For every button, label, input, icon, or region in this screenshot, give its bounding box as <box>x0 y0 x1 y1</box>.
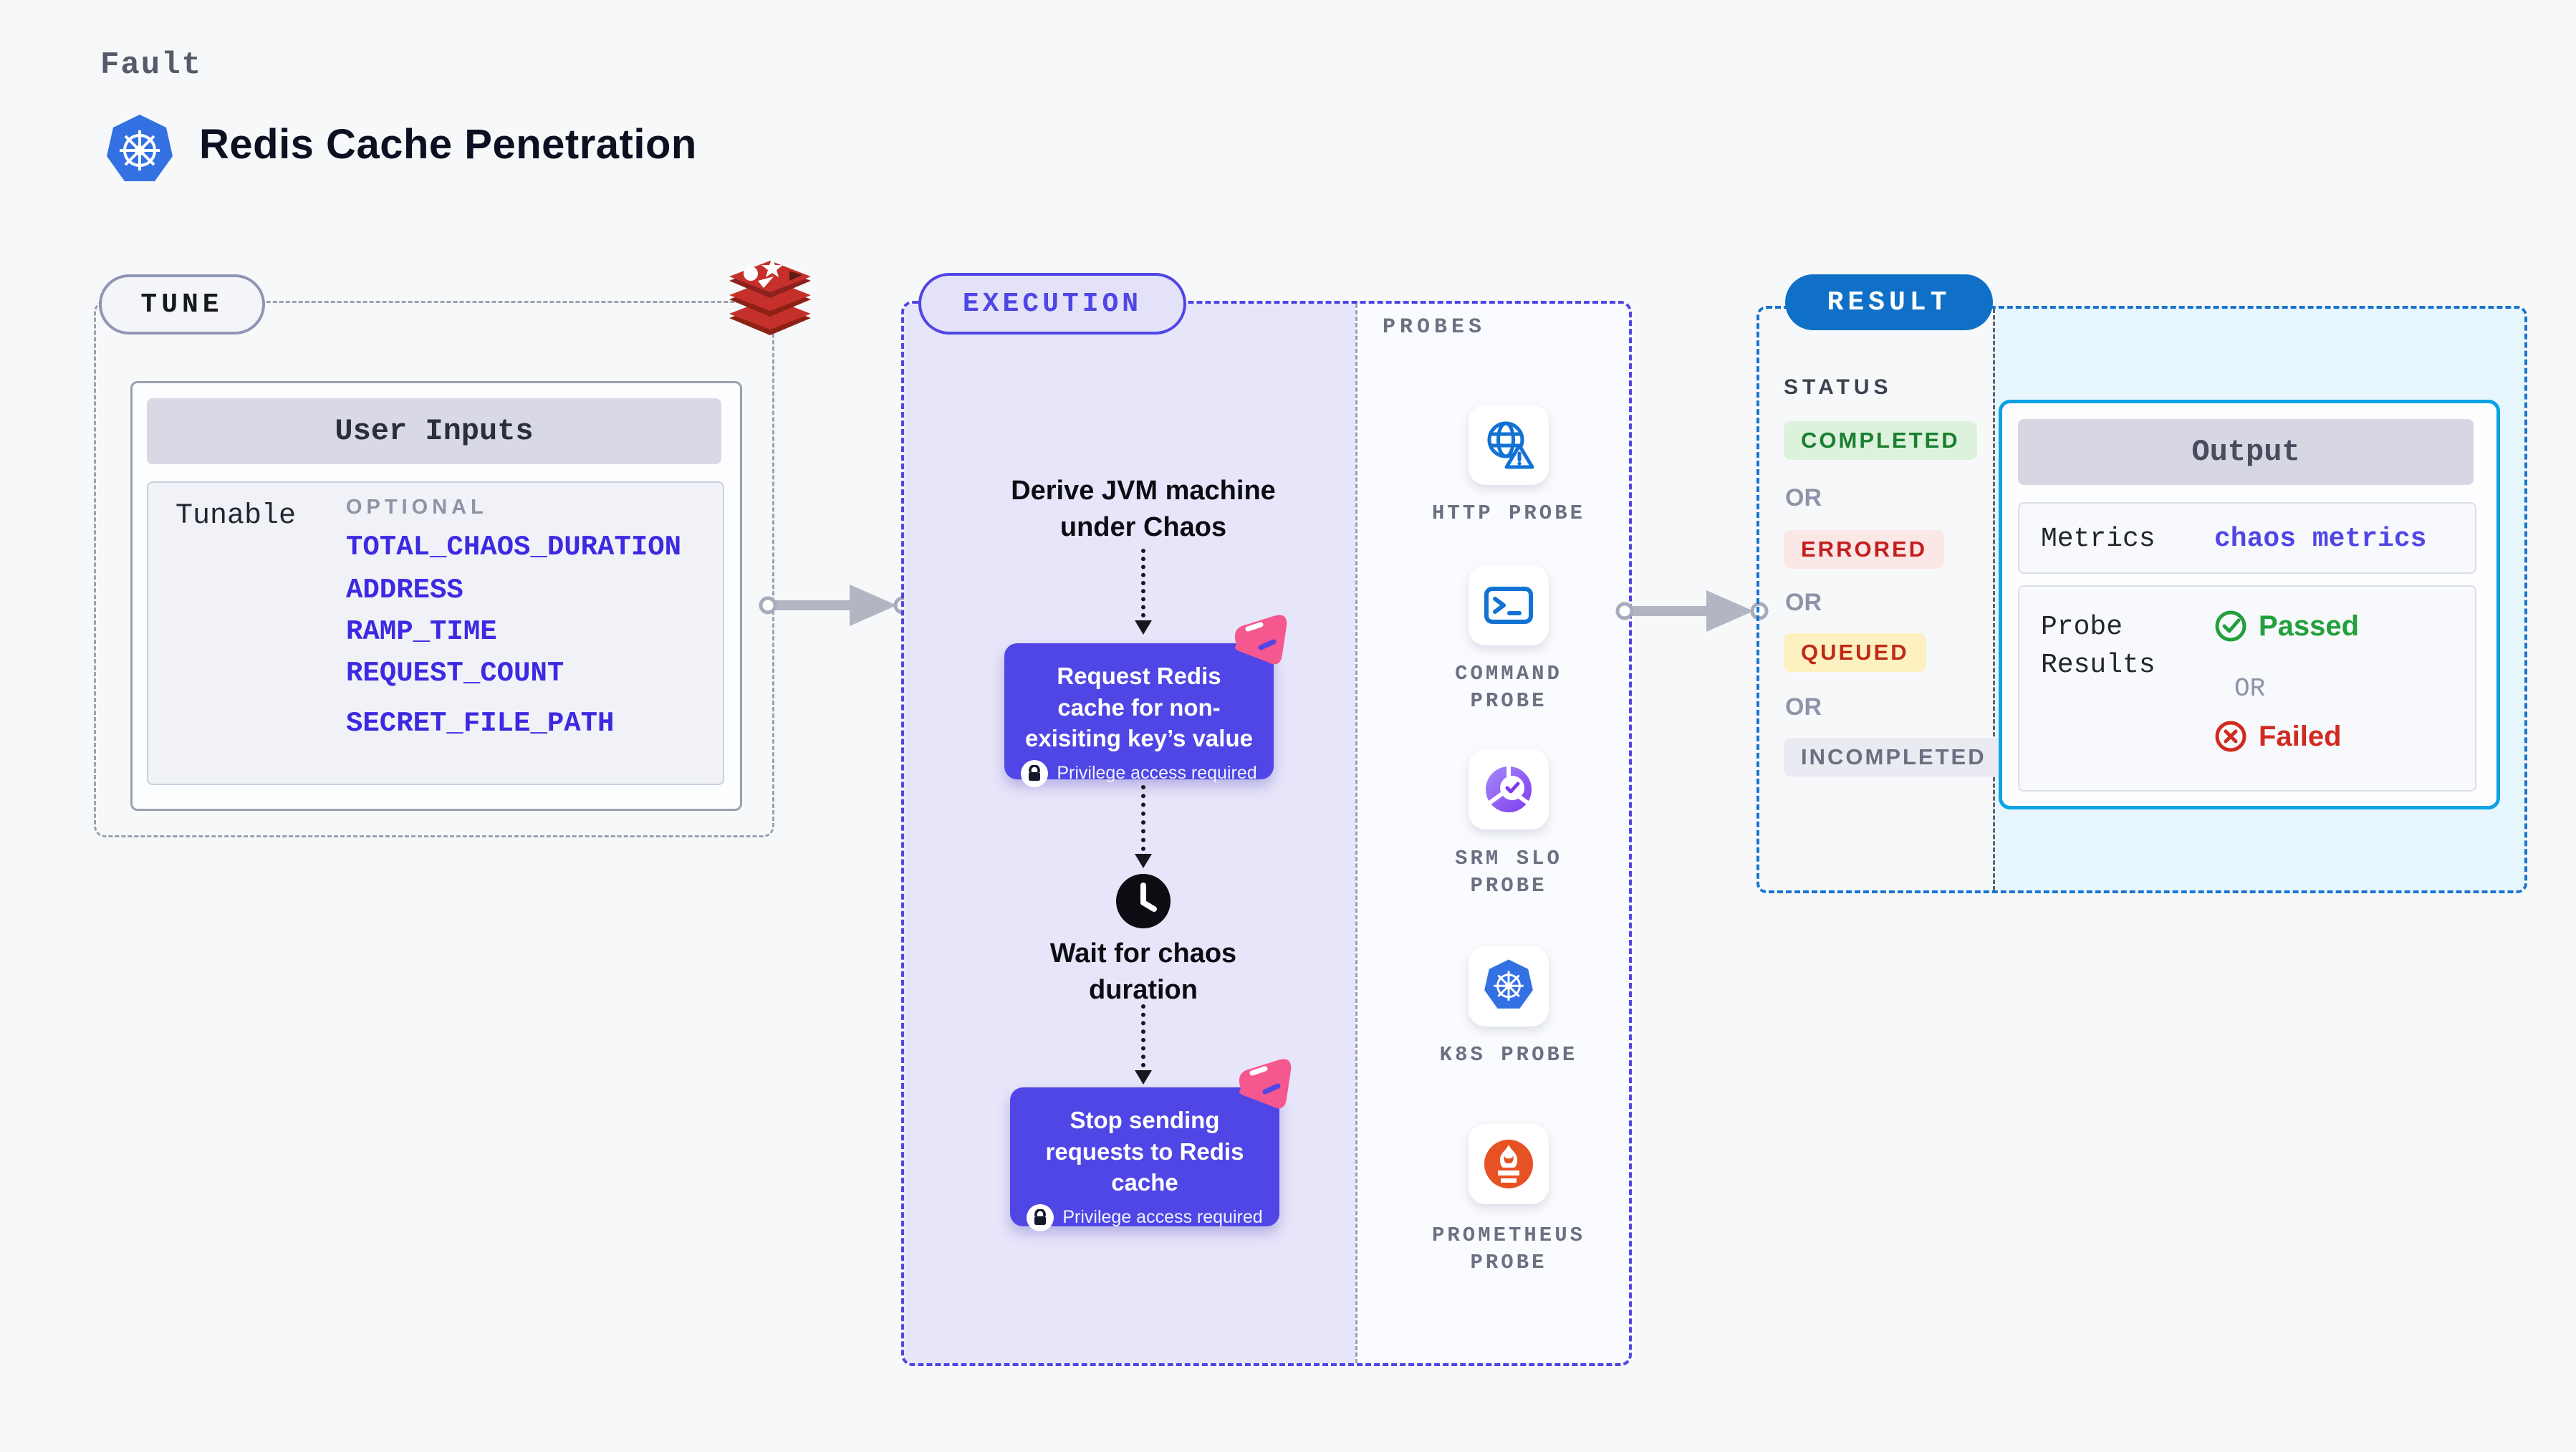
flow-arrowhead-icon <box>1135 854 1152 868</box>
flow-arrowhead-icon <box>1135 1070 1152 1085</box>
command-probe-icon <box>1469 565 1549 645</box>
passed-label: Passed <box>2259 610 2360 642</box>
k8s-probe-label: K8S PROBE <box>1439 1043 1578 1067</box>
input-ramp-time: RAMP_TIME <box>346 616 497 648</box>
flow-connector <box>1141 1004 1145 1067</box>
user-inputs-title: User Inputs <box>147 398 721 464</box>
passed-result: Passed <box>2214 610 2359 643</box>
wait-step-text: Wait for chaos duration <box>1049 938 1237 1006</box>
tunable-label: Tunable <box>176 500 297 532</box>
optional-header: OPTIONAL <box>346 496 488 519</box>
command-probe-label: COMMAND PROBE <box>1455 662 1562 713</box>
status-badge-errored: ERRORED <box>1784 530 1945 569</box>
status-badge-incompleted: INCOMPLETED <box>1784 738 2004 777</box>
chaos-spark-icon <box>1226 610 1292 680</box>
redis-icon <box>722 255 818 346</box>
srm-slo-probe-label: SRM SLO PROBE <box>1455 847 1562 898</box>
x-circle-icon <box>2215 721 2246 752</box>
tune-pill: TUNE <box>99 274 265 335</box>
fault-kicker: Fault <box>100 47 203 83</box>
page-title: Redis Cache Penetration <box>199 121 697 168</box>
execution-pill: EXECUTION <box>918 273 1186 335</box>
input-secret-file-path: SECRET_FILE_PATH <box>346 708 615 739</box>
status-heading: STATUS <box>1784 375 1893 399</box>
tune-panel <box>94 301 774 837</box>
k8s-probe-icon <box>1469 946 1549 1027</box>
check-circle-icon <box>2215 610 2246 642</box>
probe-results-label: Probe Results <box>2041 612 2156 681</box>
http-probe-icon <box>1469 405 1549 485</box>
output-title: Output <box>2018 419 2474 485</box>
tune-to-execution-arrow <box>756 585 914 631</box>
http-probe-label: HTTP PROBE <box>1431 501 1586 525</box>
request-redis-node: Request Redis cache for non- exisiting k… <box>1004 643 1274 787</box>
flow-arrowhead-icon <box>1135 620 1152 635</box>
prometheus-probe-label: PROMETHEUS PROBE <box>1431 1223 1586 1274</box>
or-separator: OR <box>2234 674 2266 703</box>
clock-icon <box>1115 872 1172 933</box>
failed-label: Failed <box>2259 720 2342 752</box>
status-badge-completed: COMPLETED <box>1784 421 1977 460</box>
privilege-badge-text: Privilege access required <box>1057 763 1257 784</box>
lock-icon <box>1021 759 1049 787</box>
stop-requests-node: Stop sending requests to Redis cache Pri… <box>1010 1087 1279 1231</box>
input-total-chaos-duration: TOTAL_CHAOS_DURATION <box>346 532 682 563</box>
lock-icon <box>1027 1203 1054 1231</box>
probes-divider <box>1355 304 1357 1363</box>
metrics-row: Metrics chaos metrics <box>2018 502 2476 574</box>
or-separator: OR <box>1785 693 1822 721</box>
prometheus-probe-icon <box>1469 1124 1549 1204</box>
request-redis-node-text: Request Redis cache for non- exisiting k… <box>1025 663 1253 752</box>
metrics-label: Metrics <box>2041 524 2156 554</box>
result-pill: RESULT <box>1785 274 1993 330</box>
probe-results-row: Probe Results Passed OR Failed <box>2018 585 2476 792</box>
privilege-badge: Privilege access required <box>1010 1203 1279 1231</box>
failed-result: Failed <box>2214 720 2342 753</box>
chaos-spark-icon <box>1231 1054 1297 1124</box>
flow-connector <box>1141 549 1145 617</box>
probes-heading: PROBES <box>1383 315 1486 340</box>
privilege-badge-text: Privilege access required <box>1062 1207 1263 1228</box>
execution-to-result-arrow <box>1613 590 1771 637</box>
result-divider <box>1993 309 1995 890</box>
tunable-box <box>147 481 724 785</box>
derive-step-text: Derive JVM machine under Chaos <box>1011 476 1276 543</box>
metrics-value: chaos metrics <box>2214 524 2427 554</box>
stop-requests-node-text: Stop sending requests to Redis cache <box>1045 1107 1244 1196</box>
or-separator: OR <box>1785 484 1822 511</box>
flow-connector <box>1141 785 1145 851</box>
input-address: ADDRESS <box>346 574 463 606</box>
or-separator: OR <box>1785 589 1822 616</box>
privilege-badge: Privilege access required <box>1004 759 1274 787</box>
srm-slo-probe-icon <box>1469 749 1549 830</box>
status-badge-queued: QUEUED <box>1784 633 1926 672</box>
output-card: Output Metrics chaos metrics Probe Resul… <box>1999 400 2500 809</box>
input-request-count: REQUEST_COUNT <box>346 658 564 689</box>
kubernetes-icon <box>105 113 175 193</box>
